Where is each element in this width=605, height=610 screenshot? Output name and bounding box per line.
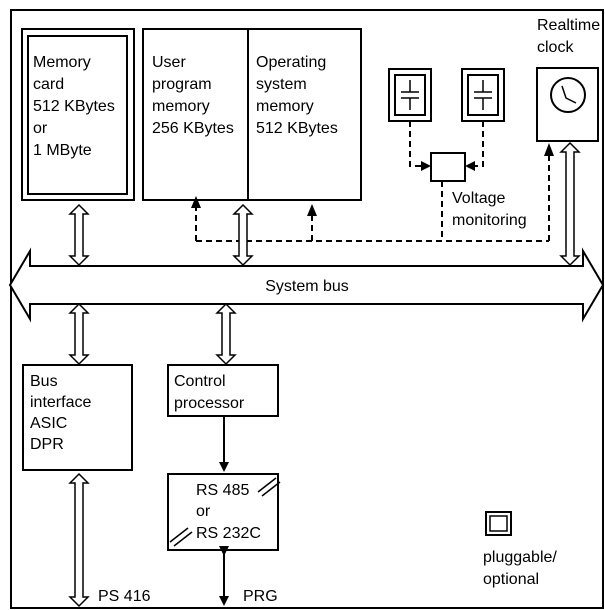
legend-pluggable-icon <box>485 511 512 536</box>
memory-card-line-2: card <box>33 76 64 93</box>
bus-interface-line-2: interface <box>30 394 91 411</box>
control-processor-line-2: processor <box>174 395 245 412</box>
serial-interface-line-3: RS 232C <box>196 525 261 542</box>
prg-label: PRG <box>243 588 278 605</box>
user-program-memory-line-1: User <box>152 54 186 71</box>
memory-card-line-1: Memory <box>33 54 91 71</box>
os-memory-line-2: system <box>256 76 307 93</box>
serial-interface-line-1: RS 485 <box>196 482 249 499</box>
legend-line-1: pluggable/ <box>483 549 557 566</box>
serial-interface-line-2: or <box>196 503 211 520</box>
bus-interface-block: Bus interface ASIC DPR <box>22 364 133 471</box>
bus-interface-line-3: ASIC <box>30 415 67 432</box>
user-program-memory-line-2: program <box>152 76 212 93</box>
bus-connector-arrows <box>68 141 581 608</box>
user-program-memory-line-4: 256 KBytes <box>152 120 234 137</box>
realtime-clock-line-2: clock <box>537 39 574 56</box>
os-memory-line-1: Operating <box>256 54 326 71</box>
os-memory-line-4: 512 KBytes <box>256 120 338 137</box>
clock-icon <box>536 67 599 142</box>
ps416-label: PS 416 <box>98 588 151 605</box>
voltage-monitoring-line-1: Voltage <box>452 190 505 207</box>
memory-card-line-5: 1 MByte <box>33 142 92 159</box>
outer-frame <box>10 9 604 609</box>
os-memory-line-3: memory <box>256 98 314 115</box>
realtime-clock-line-1: Realtime <box>537 17 600 34</box>
voltage-monitor-box <box>430 152 466 182</box>
user-program-memory-line-3: memory <box>152 98 210 115</box>
system-bus-label: System bus <box>265 278 349 295</box>
voltage-monitoring-line-2: monitoring <box>452 212 527 229</box>
battery-right-icon <box>461 68 505 122</box>
bus-interface-line-4: DPR <box>30 436 64 453</box>
system-bus-arrow <box>8 247 605 323</box>
control-processor-block: Control processor <box>167 364 279 417</box>
memory-block: User program memory 256 KBytes Operating… <box>142 28 362 201</box>
legend-line-2: optional <box>483 571 539 588</box>
voltage-arrowheads <box>191 143 554 216</box>
memory-card-line-4: or <box>33 120 48 137</box>
serial-interface-block: RS 485 or RS 232C <box>167 473 281 551</box>
control-processor-line-1: Control <box>174 373 226 390</box>
memory-card-module: Memory card 512 KBytes or 1 MByte <box>21 28 135 201</box>
battery-left-icon <box>388 68 432 122</box>
bus-interface-line-1: Bus <box>30 373 58 390</box>
memory-card-line-3: 512 KBytes <box>33 98 115 115</box>
